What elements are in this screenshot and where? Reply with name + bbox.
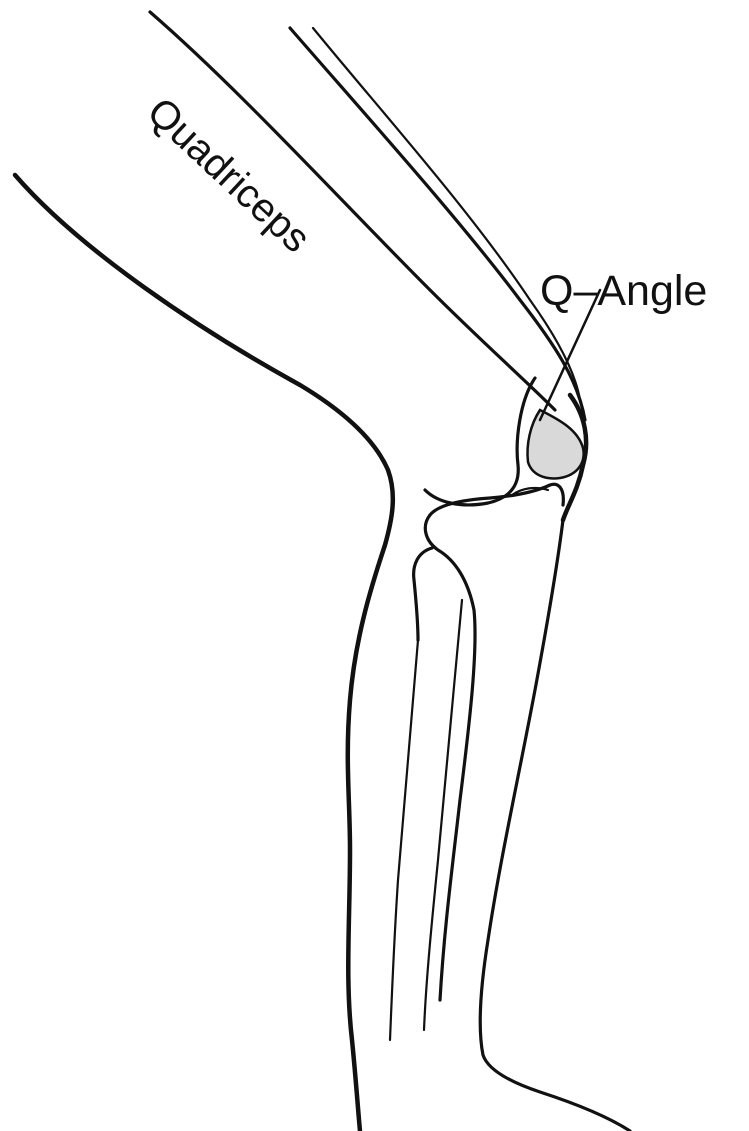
thigh-front-outer-line — [290, 28, 585, 420]
quadriceps-contour — [313, 28, 580, 400]
thigh-front-upper-line — [150, 12, 555, 410]
tibia-front — [480, 520, 630, 1131]
patella — [528, 410, 584, 478]
femoral-condyle — [425, 378, 535, 505]
label-q-angle: Q–Angle — [540, 267, 707, 315]
fibula-shaft — [390, 640, 418, 1040]
tibia-posterior — [425, 515, 475, 1000]
fibula-head — [414, 548, 432, 640]
label-quadriceps: Quadriceps — [139, 89, 319, 261]
leg-back-outline — [15, 175, 393, 1131]
